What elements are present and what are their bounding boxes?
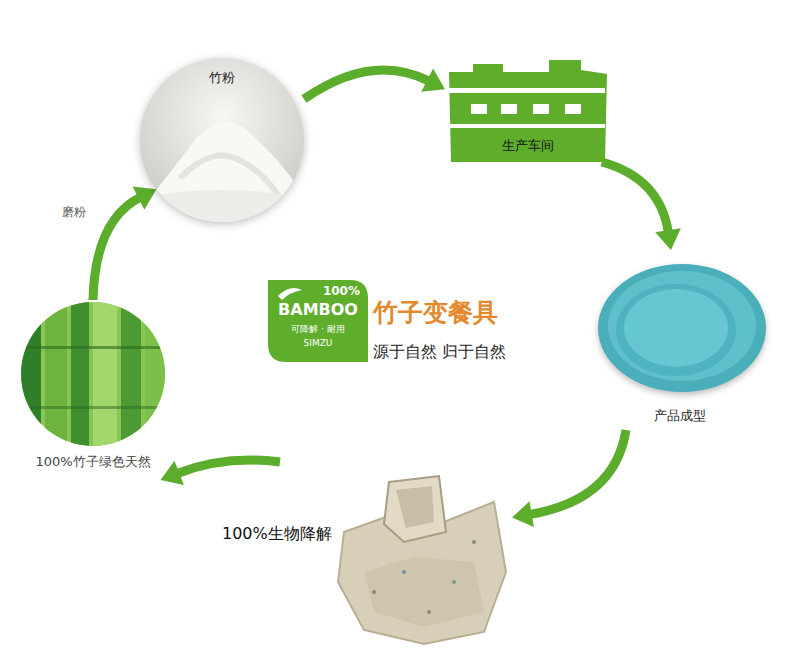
arrow-line bbox=[530, 430, 626, 514]
degraded-sample-photo bbox=[334, 462, 512, 647]
arrow-head bbox=[512, 501, 534, 527]
flow-arrow bbox=[512, 430, 626, 527]
bamboo-badge: 100% BAMBOO 可降解 · 耐用 SIMZU bbox=[268, 280, 368, 362]
flow-arrow bbox=[304, 69, 445, 99]
node-text: BAMBOO bbox=[278, 300, 358, 319]
arrow-line bbox=[177, 460, 280, 473]
flow-arrow bbox=[161, 460, 281, 485]
arrow-line bbox=[304, 70, 429, 99]
node-text: 生产车间 bbox=[502, 138, 554, 154]
node-text: 可降解 · 耐用 bbox=[291, 324, 345, 335]
powder-circle: 竹粉 bbox=[140, 58, 304, 222]
plate-photo bbox=[590, 250, 770, 400]
bamboo-photo bbox=[21, 302, 165, 446]
edge-label: 磨粉 bbox=[60, 204, 88, 220]
product-plate: 产品成型 bbox=[590, 250, 770, 430]
flow-arrow bbox=[602, 162, 681, 250]
node-text: 产品成型 bbox=[654, 408, 706, 424]
factory-box: 生产车间 bbox=[445, 58, 610, 162]
arrow-line bbox=[93, 197, 140, 300]
arrow-line bbox=[602, 162, 669, 232]
slogan-title: 竹子变餐具 bbox=[373, 298, 498, 328]
flow-arrow bbox=[93, 187, 156, 300]
arrow-head bbox=[421, 69, 445, 92]
slogan-text: 源于自然 归于自然 bbox=[373, 342, 506, 361]
node-text: SIMZU bbox=[304, 338, 333, 349]
node-text: 竹粉 bbox=[209, 70, 235, 86]
degrade-sample: 100%生物降解 bbox=[222, 462, 512, 647]
arrow-head bbox=[133, 187, 157, 210]
arrow-head bbox=[161, 461, 184, 485]
node-text: 100% bbox=[323, 284, 360, 298]
node-text: 100%竹子绿色天然 bbox=[35, 454, 150, 470]
node-text: 100%生物降解 bbox=[222, 524, 332, 543]
arrow-head bbox=[655, 228, 681, 250]
bamboo-circle: 100%竹子绿色天然 bbox=[18, 300, 168, 480]
